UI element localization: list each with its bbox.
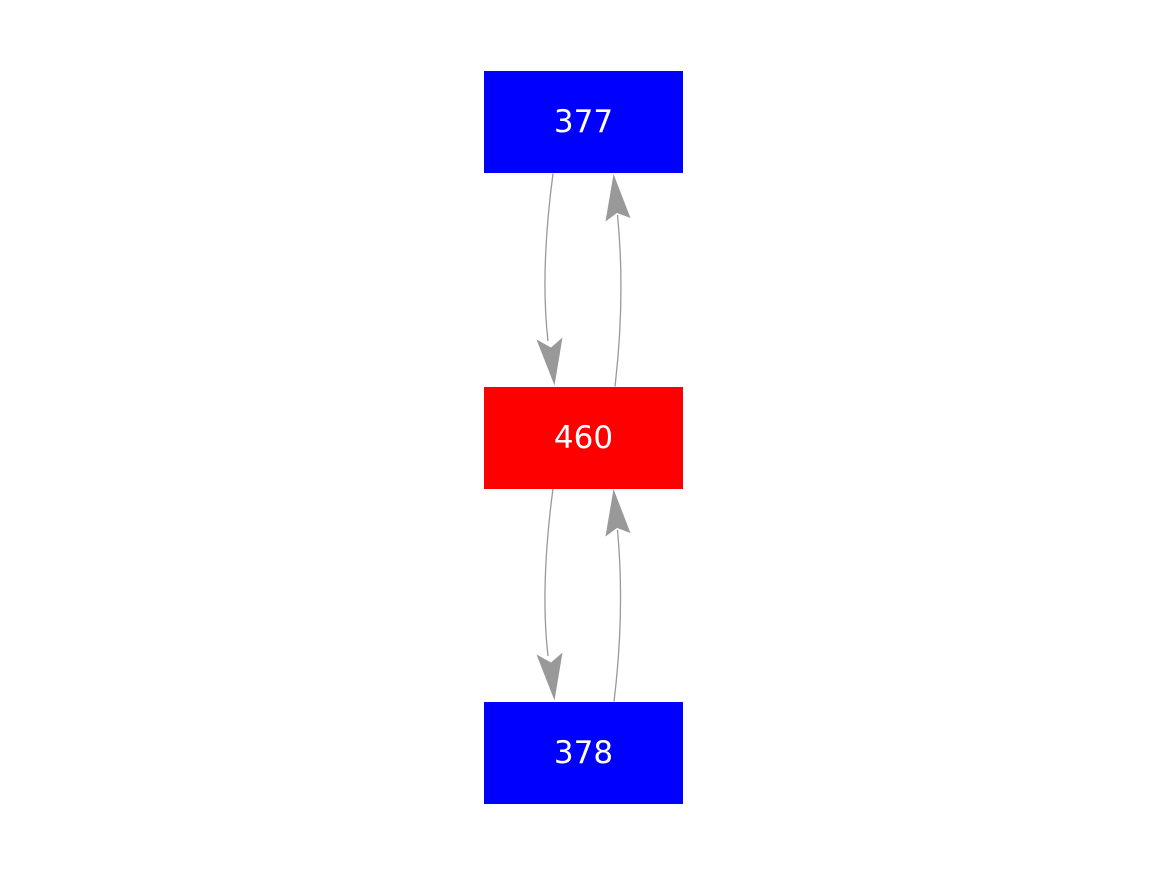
node-460-box — [484, 387, 683, 489]
edge-460-to-378-line — [544, 488, 554, 657]
edge-460-to-378 — [536, 488, 563, 701]
node-460: 460 — [484, 387, 683, 489]
arrow-up-icon — [605, 174, 631, 222]
node-377-label: 377 — [554, 104, 613, 140]
arrow-down-icon — [536, 337, 563, 386]
node-377: 377 — [484, 71, 683, 173]
edge-378-to-460-line — [613, 529, 622, 702]
edge-460-to-377 — [605, 174, 631, 387]
node-377-box — [484, 71, 683, 173]
node-378: 378 — [484, 702, 683, 804]
arrow-up-icon — [605, 489, 631, 537]
node-460-label: 460 — [554, 420, 613, 456]
edge-378-to-460 — [605, 489, 631, 702]
edge-377-to-460-line — [544, 173, 554, 342]
arrow-down-icon — [536, 652, 563, 701]
node-378-box — [484, 702, 683, 804]
edge-377-to-460 — [536, 173, 563, 386]
node-378-label: 378 — [554, 735, 613, 771]
edge-460-to-377-line — [614, 214, 622, 387]
